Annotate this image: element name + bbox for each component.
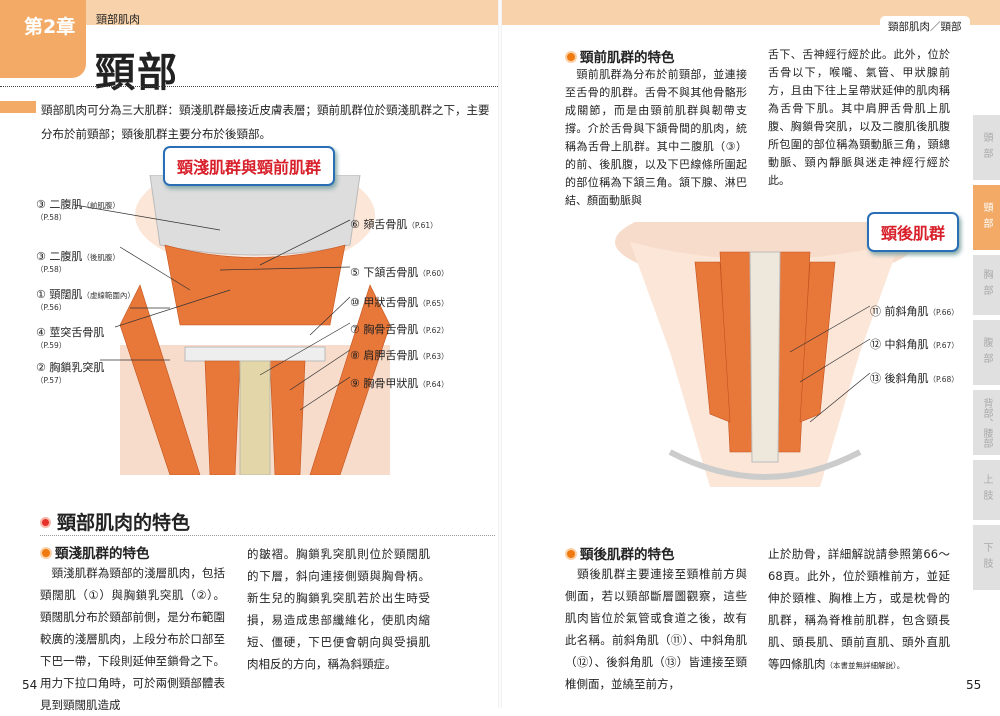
subheading: 頸前肌群的特色 — [565, 46, 747, 66]
figure-title-posterior: 頸後肌群 — [867, 212, 960, 252]
subheading: 頸後肌群的特色 — [565, 543, 747, 563]
side-tab-neck[interactable]: 頸部 — [973, 185, 1000, 250]
page-number: 54 — [22, 678, 38, 692]
chapter-tab: 第2章 — [0, 0, 86, 78]
label-omohyoid: ⑧ 肩胛舌骨肌（P.63） — [350, 349, 449, 362]
label-sternohyoid: ⑦ 胸骨舌骨肌（P.62） — [350, 323, 449, 336]
side-tab-back[interactable]: 背部、腰部 — [973, 390, 1000, 455]
superficial-section-col2: 的皺褶。胸鎖乳突肌則位於頸闊肌的下層，斜向連接側頸與胸骨柄。新生兒的胸鎖乳突肌若… — [247, 547, 430, 671]
label-geniohyoid: ⑥ 頦舌骨肌（P.61） — [350, 218, 438, 231]
anterior-section-col2: 舌下、舌神經行經於此。此外，位於舌骨以下，喉嚨、氣管、甲狀腺前方，且由下往上呈帶… — [768, 48, 950, 187]
posterior-section-col2: 止於肋骨，詳細解說請參照第66～68頁。此外，位於頸椎前方，並延伸於頸椎、胸椎上… — [768, 547, 950, 671]
side-tab-head[interactable]: 頭部 — [973, 115, 1000, 180]
label-middle-scalene: ⑫ 中斜角肌（P.67） — [870, 338, 959, 351]
bullet-icon — [40, 547, 52, 559]
label-platysma: ① 頸闊肌（虛線範圍內）（P.56） — [36, 288, 135, 312]
label-anterior-scalene: ⑪ 前斜角肌（P.66） — [870, 305, 959, 318]
side-tab-upper-limb[interactable]: 上肢 — [973, 460, 1000, 520]
label-digastric-anterior: ③ 二腹肌（前肌腹）（P.58） — [36, 198, 120, 222]
side-tab-abdomen[interactable]: 腹部 — [973, 320, 1000, 385]
intro-text: 頸部肌肉可分為三大肌群：頸淺肌群最接近皮膚表層；頸前肌群位於頸淺肌群之下，主要分… — [41, 103, 490, 141]
running-header: 頸部肌肉／頸部 — [880, 16, 970, 37]
page-title: 頸部 — [95, 50, 179, 96]
scm-right — [309, 284, 391, 475]
bullet-icon — [565, 51, 577, 63]
book-gutter — [498, 0, 502, 708]
label-thyrohyoid: ⑩ 甲狀舌骨肌（P.65） — [350, 296, 449, 309]
figure-title-front: 頸淺肌群與頸前肌群 — [163, 146, 336, 186]
breadcrumb: 頸部肌肉 — [96, 13, 140, 26]
posterior-section-col1: 頸後肌群的特色 頸後肌群主要連接至頸椎前方與側面，若以頸部斷層圖觀察，這些肌肉皆… — [565, 543, 747, 695]
anterior-section-col1: 頸前肌群的特色 頸前肌群為分布於前頸部，並連接至舌骨的肌群。舌骨不與其他骨骼形成… — [565, 46, 747, 210]
label-digastric-posterior: ③ 二腹肌（後肌腹）（P.58） — [36, 250, 120, 274]
label-mylohyoid: ⑤ 下頷舌骨肌（P.60） — [350, 266, 449, 279]
page-number: 55 — [966, 678, 982, 692]
divider — [0, 86, 498, 87]
section-heading: 頸部肌肉的特色 — [40, 508, 190, 535]
subheading: 頸淺肌群的特色 — [40, 542, 225, 562]
intro-marker — [0, 101, 36, 113]
front-neck-illustration — [74, 175, 391, 475]
side-tab-lower-limb[interactable]: 下肢 — [973, 525, 1000, 590]
bullet-icon — [565, 548, 577, 560]
label-stylohyoid: ④ 莖突舌骨肌（P.59） — [36, 326, 105, 350]
label-posterior-scalene: ⑬ 後斜角肌（P.68） — [870, 372, 959, 385]
side-tab-chest[interactable]: 胸部 — [973, 255, 1000, 315]
scm-left — [119, 284, 201, 475]
posterior-neck-illustration — [615, 222, 915, 487]
label-sternothyroid: ⑨ 胸骨甲狀肌（P.64） — [350, 377, 449, 390]
label-scm: ② 胸鎖乳突肌（P.57） — [36, 361, 105, 385]
superficial-section-col1: 頸淺肌群的特色 頸淺肌群為頸部的淺層肌肉，包括頸闊肌（①）與胸鎖乳突肌（②）。頸… — [40, 542, 225, 716]
divider — [40, 535, 495, 536]
suprahyoid-muscles — [164, 244, 346, 326]
bullet-icon — [40, 517, 51, 528]
